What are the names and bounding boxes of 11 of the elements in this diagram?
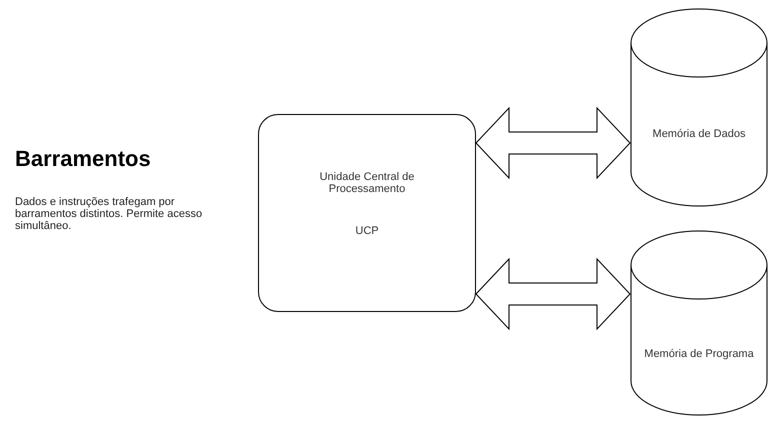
database-cylinder xyxy=(630,230,768,416)
title: Barramentos xyxy=(15,146,151,172)
process-box xyxy=(258,114,476,312)
double-arrow xyxy=(475,106,631,180)
double-arrow xyxy=(475,258,631,330)
node-label: Memória de Programa xyxy=(643,348,755,360)
node-label: Memória de Dados xyxy=(652,128,746,140)
database-cylinder xyxy=(630,8,768,207)
node-label: Unidade Central de Processamento xyxy=(318,171,416,195)
description-text: Dados e instruções trafegam por barramentos distintos. Permite acesso simultâneo. xyxy=(15,196,204,232)
node-label: UCP xyxy=(354,225,380,237)
